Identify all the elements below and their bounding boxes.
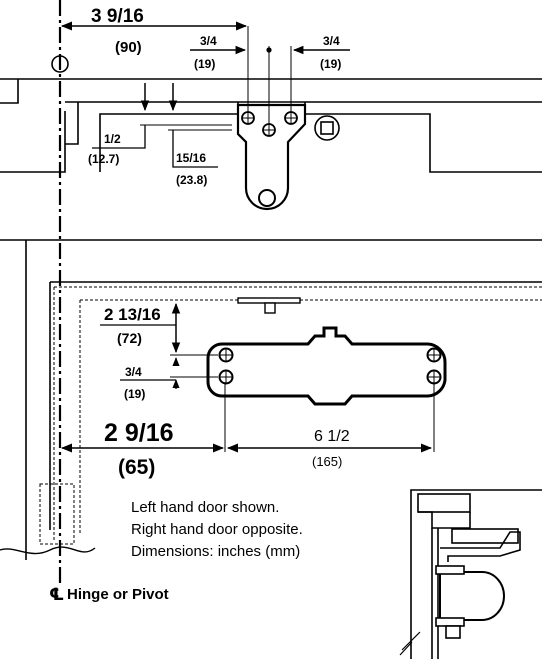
dim-fifteen-in: 15/16: [176, 151, 206, 165]
dim-hinge-to-closer-mm: (65): [118, 456, 155, 479]
dim-closer-top: 2 13/16 (72): [100, 302, 181, 354]
door-edge-break: [0, 483, 96, 555]
centerline-label: ℄ Hinge or Pivot: [49, 585, 169, 604]
notes: Left hand door shown. Right hand door op…: [131, 499, 303, 560]
closer-body: [206, 326, 447, 406]
dim-left-arm: 3/4 (19): [190, 34, 247, 71]
dim-hinge-to-closer-in: 2 9/16: [104, 419, 174, 447]
arm-center-dot: [266, 47, 272, 53]
dim-closer-holes: 6 1/2 (165): [226, 428, 433, 469]
dim-closer-top-mm: (72): [117, 330, 142, 346]
spindle-square: [314, 115, 340, 141]
dim-top-width-mm: (90): [115, 39, 142, 56]
note-line-3: Dimensions: inches (mm): [131, 543, 300, 560]
section-detail: [399, 489, 542, 659]
dim-closer-hole-in: 3/4: [125, 365, 142, 379]
top-extension-lines: [140, 26, 292, 131]
dim-fifteen-mm: (23.8): [176, 173, 207, 187]
dim-half: 1/2 (12.7): [88, 83, 150, 166]
bottom-extension-lines: [170, 354, 435, 452]
dim-half-mm: (12.7): [88, 152, 119, 166]
arm-bracket: [236, 103, 307, 211]
dim-right-arm-mm: (19): [320, 57, 341, 71]
dim-half-in: 1/2: [104, 132, 121, 146]
door-dashed-outline: [53, 286, 542, 540]
note-line-1: Left hand door shown.: [131, 499, 279, 516]
bottom-frame: [0, 239, 542, 560]
centerline-label-text: Hinge or Pivot: [67, 586, 169, 603]
dim-top-width-in: 3 9/16: [91, 6, 144, 27]
dim-closer-holes-in: 6 1/2: [314, 428, 350, 445]
dim-left-arm-in: 3/4: [200, 34, 217, 48]
dim-closer-top-in: 2 13/16: [104, 305, 161, 324]
dim-right-arm: 3/4 (19): [292, 34, 350, 71]
note-line-2: Right hand door opposite.: [131, 521, 303, 538]
dim-hinge-to-closer: 2 9/16 (65): [60, 419, 225, 479]
dim-fifteen: 15/16 (23.8): [168, 83, 218, 187]
dim-top-width: 3 9/16 (90): [60, 6, 248, 56]
dim-closer-hole: 3/4 (19): [120, 357, 180, 401]
dim-left-arm-mm: (19): [194, 57, 215, 71]
dim-closer-holes-mm: (165): [312, 454, 342, 469]
centerline-symbol: ℄: [49, 585, 64, 604]
dim-closer-hole-mm: (19): [124, 387, 145, 401]
arm-shoe: [237, 297, 301, 314]
dim-right-arm-in: 3/4: [323, 34, 340, 48]
